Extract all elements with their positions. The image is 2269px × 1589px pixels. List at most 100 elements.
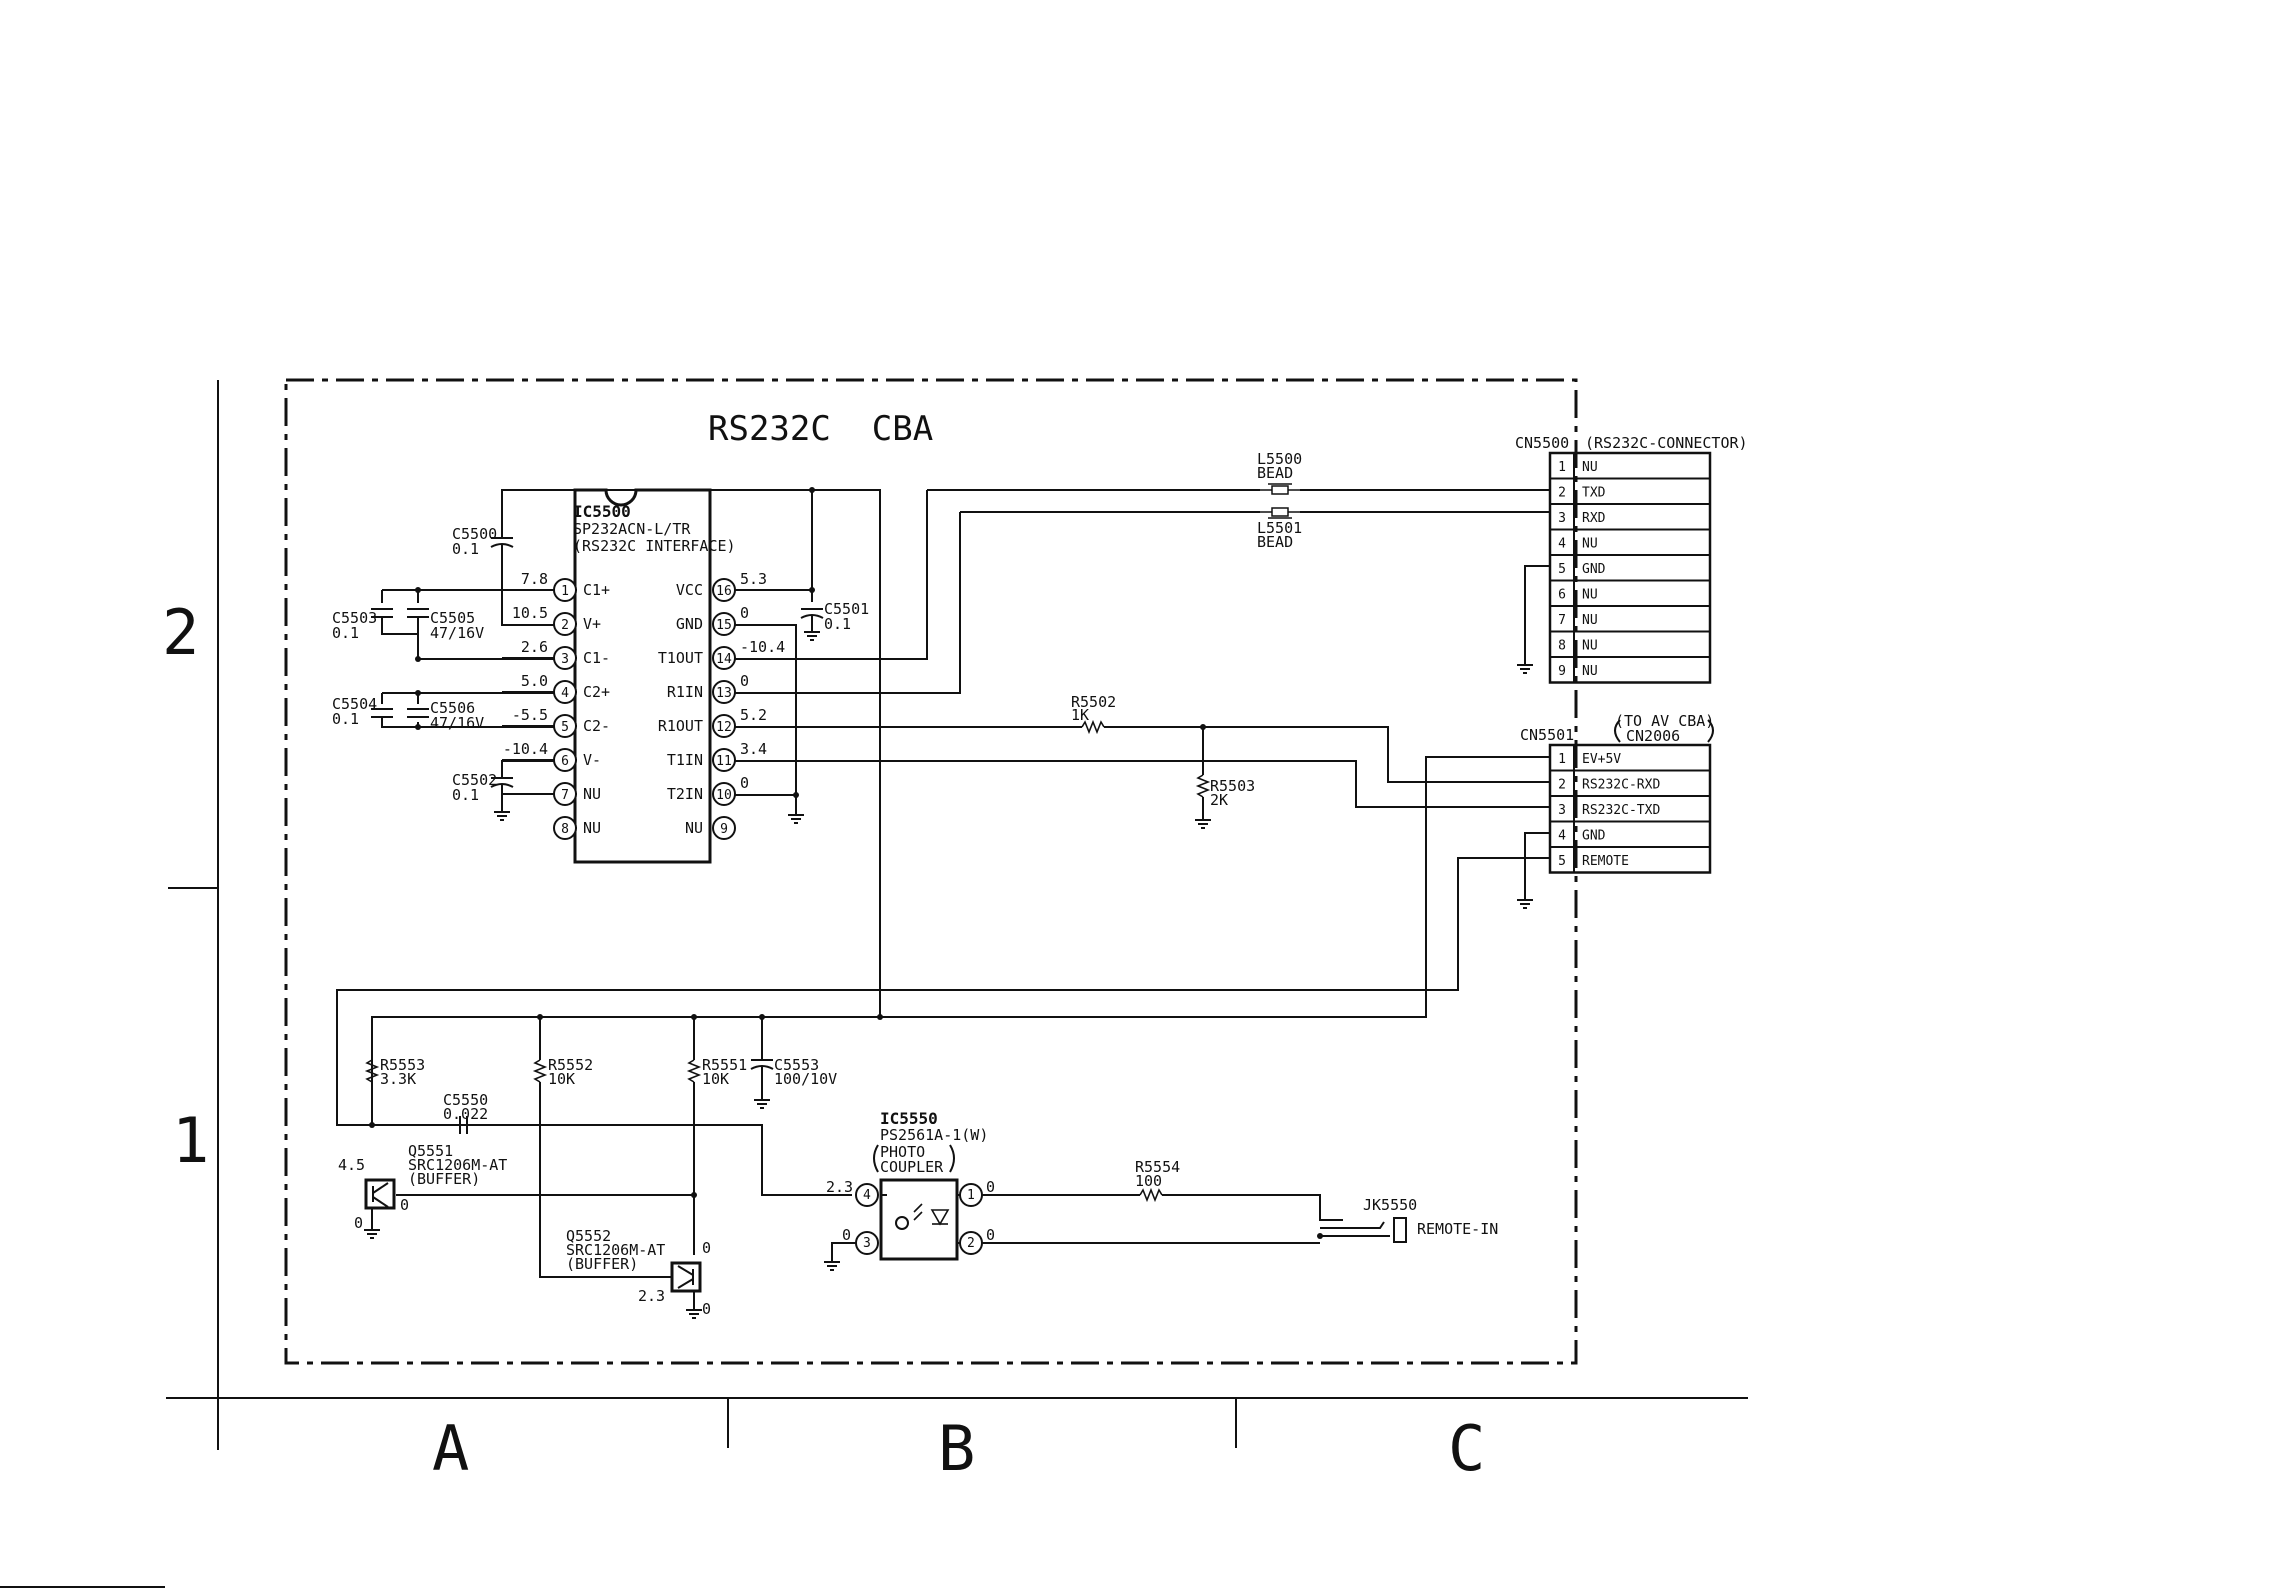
cn5500-gnd-wire — [1516, 565, 1550, 674]
ic5550-v-pin2: 0 — [986, 1226, 995, 1244]
r5502-value: 1K — [1071, 706, 1089, 724]
ic5500-pin-name: V+ — [583, 615, 601, 633]
ic5500-pin-number: 15 — [716, 618, 732, 633]
cn5500-pin-name: NU — [1582, 638, 1598, 653]
r5552-ref: R5552 — [548, 1056, 593, 1074]
grid-border — [0, 380, 1748, 1588]
q5552-v-base: 2.3 — [638, 1287, 665, 1305]
cn5500-pin-number: 8 — [1558, 638, 1566, 653]
c5506-value: 47/16V — [430, 714, 484, 732]
ic5550-pin1: 1 — [967, 1188, 975, 1203]
cn5501-pin-name: REMOTE — [1582, 854, 1629, 869]
c5502-value: 0.1 — [452, 786, 479, 804]
q5551-v-emitter: 0 — [354, 1214, 363, 1232]
c5501-ref: C5501 — [824, 600, 869, 618]
ic5500-pin-name: R1OUT — [658, 717, 703, 735]
ic5500-pin-number: 11 — [716, 754, 732, 769]
cn5501-pin-name: RS232C-RXD — [1582, 777, 1660, 792]
c5503-value: 0.1 — [332, 624, 359, 642]
ic5500-pin-number: 16 — [716, 584, 732, 599]
ic5500-pin-voltage: 3.4 — [740, 740, 767, 758]
c5550-value: 0.022 — [443, 1105, 488, 1123]
cn5501-pin-number: 4 — [1558, 828, 1566, 843]
cn5500-ref: CN5500 — [1515, 434, 1569, 452]
l5500-ref: L5500 — [1257, 450, 1302, 468]
c5550-ref: C5550 — [443, 1091, 488, 1109]
q5552-desc: (BUFFER) — [566, 1255, 638, 1273]
q5552-v-emitter: 0 — [702, 1300, 711, 1318]
ic5500-pin-number: 13 — [716, 686, 732, 701]
ic5500-pin-name: V- — [583, 751, 601, 769]
ic5500-pin-name: NU — [583, 819, 601, 837]
ic5550-desc2: COUPLER — [880, 1158, 944, 1176]
ic5500-pin-name: GND — [676, 615, 703, 633]
ic5500-pin-number: 2 — [561, 618, 569, 633]
board-outline — [284, 378, 1578, 1365]
cn5501-pin-number: 3 — [1558, 803, 1566, 818]
ic5500-pin-number: 10 — [716, 788, 732, 803]
r5554-value: 100 — [1135, 1172, 1162, 1190]
l5501-value: BEAD — [1257, 533, 1293, 551]
ic5500-pin-name: R1IN — [667, 683, 703, 701]
q5551-ref: Q5551 — [408, 1142, 453, 1160]
board-title: RS232C CBA — [708, 409, 933, 449]
ic5500-part: SP232ACN-L/TR — [573, 520, 691, 538]
cn5500-pin-name: RXD — [1582, 511, 1606, 526]
ic5500-pin-voltage: 0 — [740, 774, 749, 792]
ic5500-pin-voltage: 10.5 — [512, 604, 548, 622]
cn5500-pin-name: NU — [1582, 664, 1598, 679]
cn5501-pin-number: 5 — [1558, 854, 1566, 869]
ic5500-pin-name: C2+ — [583, 683, 610, 701]
ic5550 — [823, 1178, 1407, 1271]
ic5500-pin-voltage: 5.0 — [521, 672, 548, 690]
q5551-desc: (BUFFER) — [408, 1170, 480, 1188]
ic5500-pin-voltage: 5.2 — [740, 706, 767, 724]
ic5500-pin-name: C1- — [583, 649, 610, 667]
cn5500-desc: (RS232C-CONNECTOR) — [1585, 434, 1748, 452]
cn5500-pin-name: NU — [1582, 460, 1598, 475]
r5502-ref: R5502 — [1071, 693, 1116, 711]
l5500-value: BEAD — [1257, 464, 1293, 482]
cn5501-paren — [1614, 719, 1714, 743]
grid-row-1: 1 — [172, 1104, 209, 1177]
cn5500-pin-number: 9 — [1558, 664, 1566, 679]
grid-row-2: 2 — [162, 596, 199, 669]
cn5500-pin-name: NU — [1582, 536, 1598, 551]
ic5550-ref: IC5550 — [880, 1109, 938, 1128]
cn5500-pin-number: 1 — [1558, 460, 1566, 475]
c5502-ref: C5502 — [452, 771, 497, 789]
r5553-value: 3.3K — [380, 1070, 416, 1088]
q5552-ref: Q5552 — [566, 1227, 611, 1245]
ic5550-paren — [873, 1144, 955, 1173]
cn5500-pin-number: 6 — [1558, 587, 1566, 602]
ic5500-pin-name: T1OUT — [658, 649, 703, 667]
cn5500-pin-number: 4 — [1558, 536, 1566, 551]
ic5500-pin-number: 6 — [561, 754, 569, 769]
ic5500-pin-name: T2IN — [667, 785, 703, 803]
c5500-value: 0.1 — [452, 540, 479, 558]
ic5500-pin-number: 8 — [561, 822, 569, 837]
r5553-ref: R5553 — [380, 1056, 425, 1074]
ic5500-pin-name: T1IN — [667, 751, 703, 769]
cn5501-desc1: (TO AV CBA) — [1615, 712, 1714, 730]
bottom-network — [363, 1014, 883, 1319]
ic5500-pin-number: 5 — [561, 720, 569, 735]
ic5500-pin-circle — [712, 816, 736, 840]
ic5500-pin-number: 7 — [561, 788, 569, 803]
ic5500-pin-name: C1+ — [583, 581, 610, 599]
ic5500-pin-name: C2- — [583, 717, 610, 735]
c5506-ref: C5506 — [430, 699, 475, 717]
ic5500-pin-voltage: 5.3 — [740, 570, 767, 588]
ic5500-desc: (RS232C INTERFACE) — [573, 537, 736, 555]
c5501-value: 0.1 — [824, 615, 851, 633]
cn5500-pin-name: NU — [1582, 613, 1598, 628]
ic5500-pin-voltage: -5.5 — [512, 706, 548, 724]
ic5500-pin-number: 14 — [716, 652, 732, 667]
ic5550-v-pin4: 2.3 — [826, 1178, 853, 1196]
ic5500-pin-name: VCC — [676, 581, 703, 599]
cn5501-desc2: CN2006 — [1626, 727, 1680, 745]
c5504-ref: C5504 — [332, 695, 377, 713]
ic5500-pin-number: 1 — [561, 584, 569, 599]
